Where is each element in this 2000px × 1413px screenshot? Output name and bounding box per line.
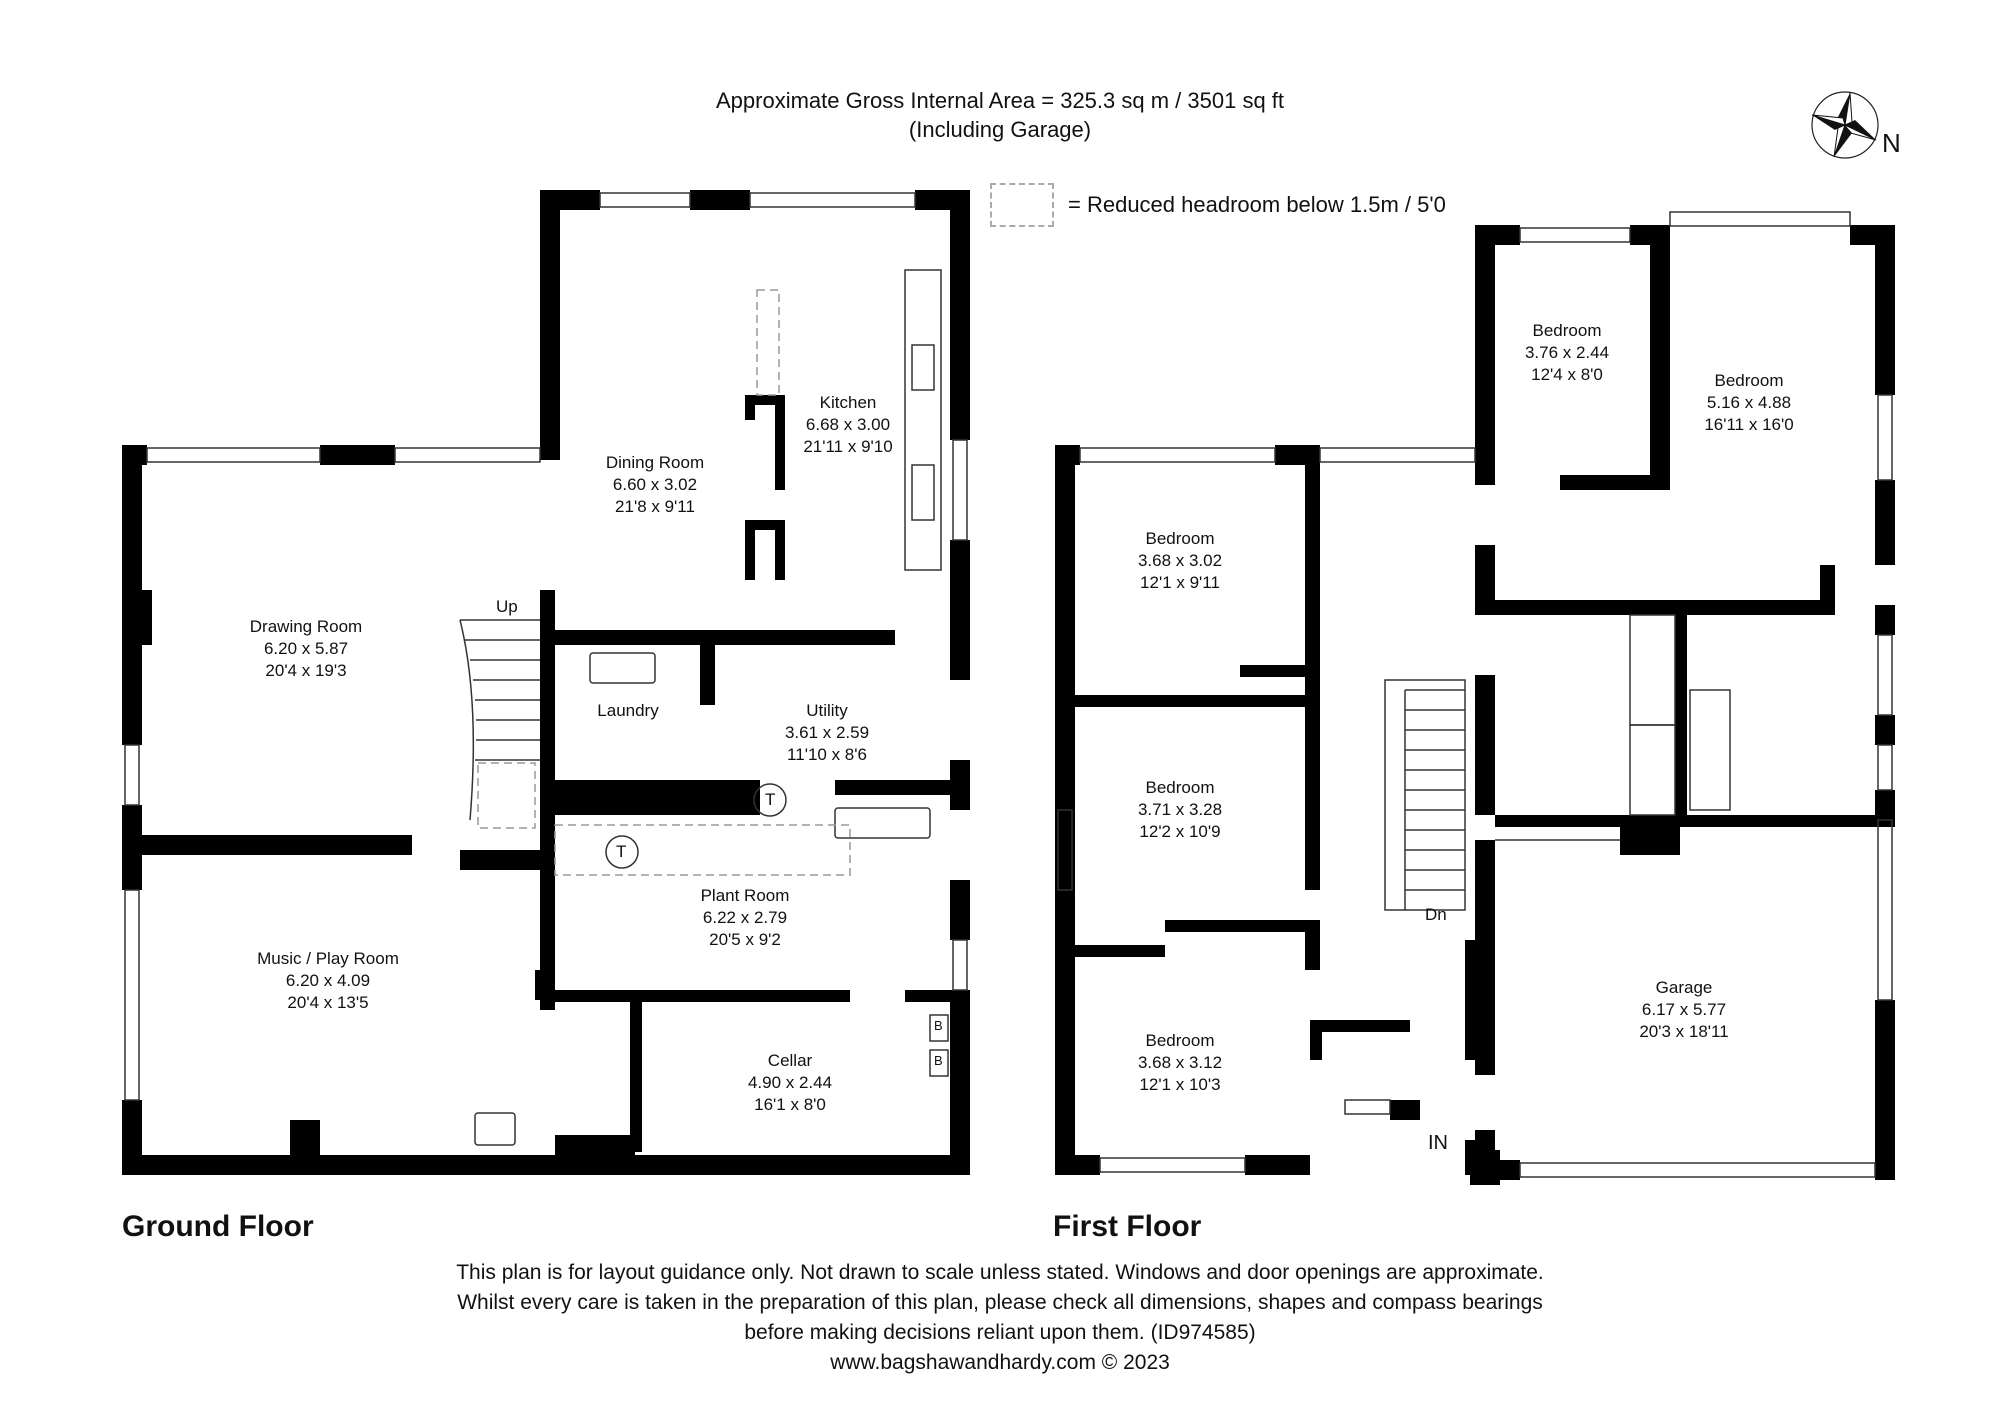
first-floor-title: First Floor <box>1053 1210 1202 1243</box>
compass-rose-icon <box>1810 90 1880 165</box>
ground-floor-walls <box>122 190 970 1175</box>
room-metric: 3.61 x 2.59 <box>784 723 870 742</box>
area-note: (Including Garage) <box>908 117 1092 142</box>
room-name: Music / Play Room <box>257 949 399 968</box>
first-floor-walls <box>1055 225 1895 1185</box>
room-name: Laundry <box>597 701 659 720</box>
room-label-kitchen: Kitchen 6.68 x 3.00 21'11 x 9'10 <box>803 392 892 458</box>
area-title: Approximate Gross Internal Area = 325.3 … <box>715 88 1285 113</box>
boiler-label: B <box>934 1053 943 1068</box>
tank-label: T <box>765 790 776 809</box>
room-label-cellar: Cellar 4.90 x 2.44 16'1 x 8'0 <box>748 1050 832 1116</box>
website-copyright: www.bagshawandhardy.com © 2023 <box>830 1351 1170 1374</box>
disclaimer-line-1: This plan is for layout guidance only. N… <box>456 1261 1544 1284</box>
room-label-bedroom-3: Bedroom 3.71 x 3.28 12'2 x 10'9 <box>1138 777 1222 843</box>
room-imperial: 20'4 x 13'5 <box>287 993 369 1012</box>
room-name: Kitchen <box>819 393 877 412</box>
room-metric: 6.20 x 5.87 <box>263 639 349 658</box>
legend-text: = Reduced headroom below 1.5m / 5'0 <box>1068 192 1446 217</box>
room-metric: 3.71 x 3.28 <box>1137 800 1223 819</box>
room-label-laundry: Laundry <box>597 700 658 722</box>
room-label-bedroom-main: Bedroom 5.16 x 4.88 16'11 x 16'0 <box>1704 370 1793 436</box>
room-metric: 6.60 x 3.02 <box>612 475 698 494</box>
boiler-label: B <box>934 1018 943 1033</box>
room-imperial: 16'1 x 8'0 <box>754 1095 826 1114</box>
room-name: Utility <box>806 701 848 720</box>
room-metric: 6.20 x 4.09 <box>285 971 371 990</box>
room-label-bedroom-4: Bedroom 3.68 x 3.12 12'1 x 10'3 <box>1138 1030 1222 1096</box>
room-imperial: 21'11 x 9'10 <box>803 437 893 456</box>
stairs-down-label: Dn <box>1425 905 1447 924</box>
room-name: Plant Room <box>700 886 790 905</box>
room-imperial: 12'1 x 10'3 <box>1139 1075 1221 1094</box>
room-label-utility: Utility 3.61 x 2.59 11'10 x 8'6 <box>785 700 869 766</box>
room-label-bedroom-small: Bedroom 3.76 x 2.44 12'4 x 8'0 <box>1525 320 1609 386</box>
disclaimer-line-3: before making decisions reliant upon the… <box>744 1321 1256 1344</box>
room-metric: 3.68 x 3.12 <box>1137 1053 1223 1072</box>
room-metric: 5.16 x 4.88 <box>1706 393 1792 412</box>
room-name: Bedroom <box>1145 778 1215 797</box>
room-name: Dining Room <box>605 453 705 472</box>
room-label-music-play-room: Music / Play Room 6.20 x 4.09 20'4 x 13'… <box>257 948 399 1014</box>
room-metric: 6.17 x 5.77 <box>1641 1000 1727 1019</box>
room-name: Cellar <box>767 1051 813 1070</box>
room-metric: 4.90 x 2.44 <box>747 1073 833 1092</box>
room-label-plant-room: Plant Room 6.22 x 2.79 20'5 x 9'2 <box>701 885 790 951</box>
room-imperial: 12'4 x 8'0 <box>1531 365 1603 384</box>
room-metric: 6.68 x 3.00 <box>805 415 891 434</box>
room-imperial: 11'10 x 8'6 <box>787 745 867 764</box>
room-name: Bedroom <box>1714 371 1784 390</box>
room-name: Garage <box>1655 978 1713 997</box>
room-imperial: 20'3 x 18'11 <box>1639 1022 1729 1041</box>
room-name: Bedroom <box>1145 1031 1215 1050</box>
room-label-dining-room: Dining Room 6.60 x 3.02 21'8 x 9'11 <box>606 452 704 518</box>
room-imperial: 20'5 x 9'2 <box>709 930 781 949</box>
room-name: Drawing Room <box>249 617 363 636</box>
room-name: Bedroom <box>1145 529 1215 548</box>
room-label-bedroom-2: Bedroom 3.68 x 3.02 12'1 x 9'11 <box>1138 528 1222 594</box>
entrance-label: IN <box>1428 1132 1448 1154</box>
ground-floor-title: Ground Floor <box>122 1210 314 1243</box>
room-metric: 3.76 x 2.44 <box>1524 343 1610 362</box>
disclaimer-line-2: Whilst every care is taken in the prepar… <box>457 1291 1543 1314</box>
tank-label: T <box>616 842 627 861</box>
room-imperial: 16'11 x 16'0 <box>1704 415 1794 434</box>
room-imperial: 21'8 x 9'11 <box>615 497 695 516</box>
room-imperial: 20'4 x 19'3 <box>265 661 347 680</box>
room-metric: 3.68 x 3.02 <box>1137 551 1223 570</box>
dashed-box-icon <box>990 183 1054 227</box>
room-label-garage: Garage 6.17 x 5.77 20'3 x 18'11 <box>1639 977 1728 1043</box>
stairs-up-label: Up <box>496 597 518 616</box>
room-imperial: 12'1 x 9'11 <box>1140 573 1220 592</box>
room-metric: 6.22 x 2.79 <box>702 908 788 927</box>
compass-north-label: N <box>1882 128 1901 158</box>
room-label-drawing-room: Drawing Room 6.20 x 5.87 20'4 x 19'3 <box>250 616 362 682</box>
room-name: Bedroom <box>1532 321 1602 340</box>
room-imperial: 12'2 x 10'9 <box>1139 822 1221 841</box>
